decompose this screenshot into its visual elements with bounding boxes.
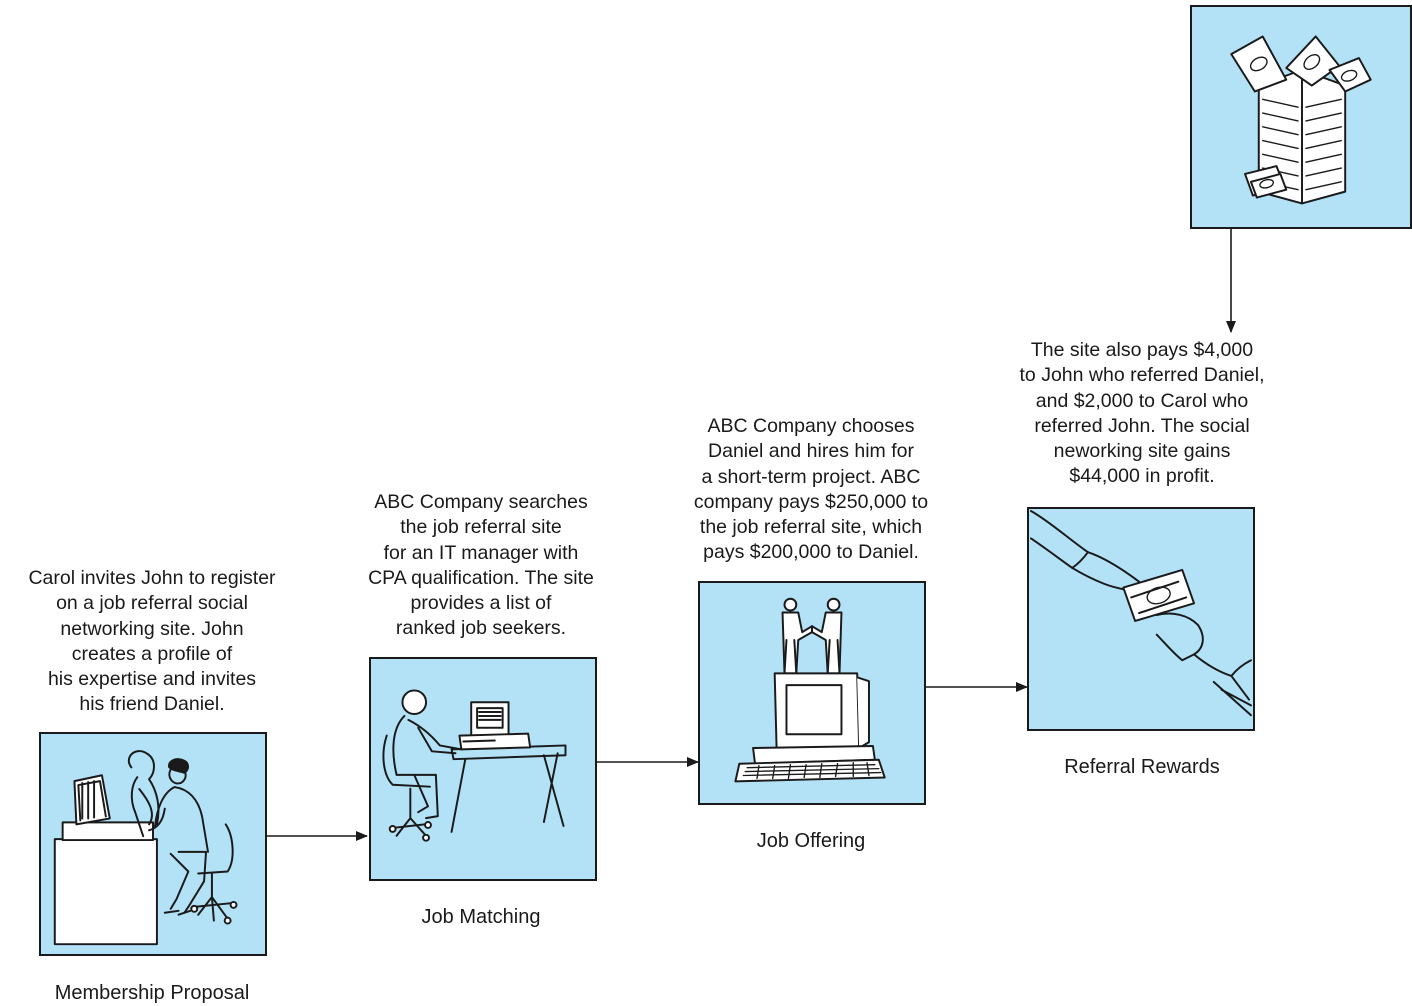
profit-panel	[1190, 5, 1412, 229]
money-handoff-icon	[1030, 509, 1252, 717]
offering-label: Job Offering	[756, 830, 866, 852]
rewards-panel	[1027, 507, 1255, 731]
rewards-description: The site also pays $4,000 to John who re…	[1019, 339, 1265, 488]
offering-description: ABC Company chooses Daniel and hires him…	[693, 415, 929, 564]
people-at-computer-icon	[53, 750, 238, 946]
matching-label: Job Matching	[421, 906, 541, 928]
person-at-computer-icon	[382, 689, 567, 842]
membership-panel	[39, 732, 267, 956]
handshake-on-computer-icon	[734, 597, 886, 783]
matching-panel	[369, 657, 597, 881]
membership-description: Carol invites John to register on a job …	[28, 567, 276, 716]
offering-panel	[698, 581, 926, 805]
matching-description: ABC Company searches the job referral si…	[368, 491, 594, 640]
money-building-icon	[1230, 35, 1372, 205]
rewards-label: Referral Rewards	[1064, 756, 1220, 778]
membership-label: Membership Proposal	[54, 982, 250, 1004]
